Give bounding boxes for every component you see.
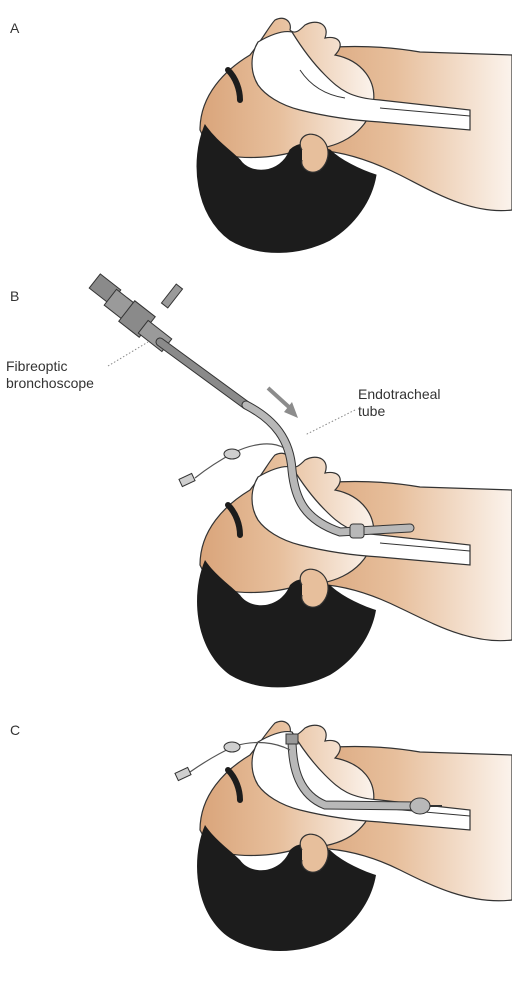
panel-a: A xyxy=(0,0,512,270)
tube-in-place-illustration-c xyxy=(0,710,512,990)
bronchoscope-icon xyxy=(89,274,246,405)
panel-b: B Fibreoptic bronchoscope Endotracheal t… xyxy=(0,270,512,710)
patient-head-illustration-a xyxy=(0,0,512,270)
intubation-illustration-b xyxy=(0,270,512,710)
endotracheal-leader-line xyxy=(305,410,355,435)
panel-c: C xyxy=(0,710,512,990)
fibreoptic-leader-line xyxy=(108,342,148,366)
insertion-direction-arrow-icon xyxy=(268,388,298,418)
